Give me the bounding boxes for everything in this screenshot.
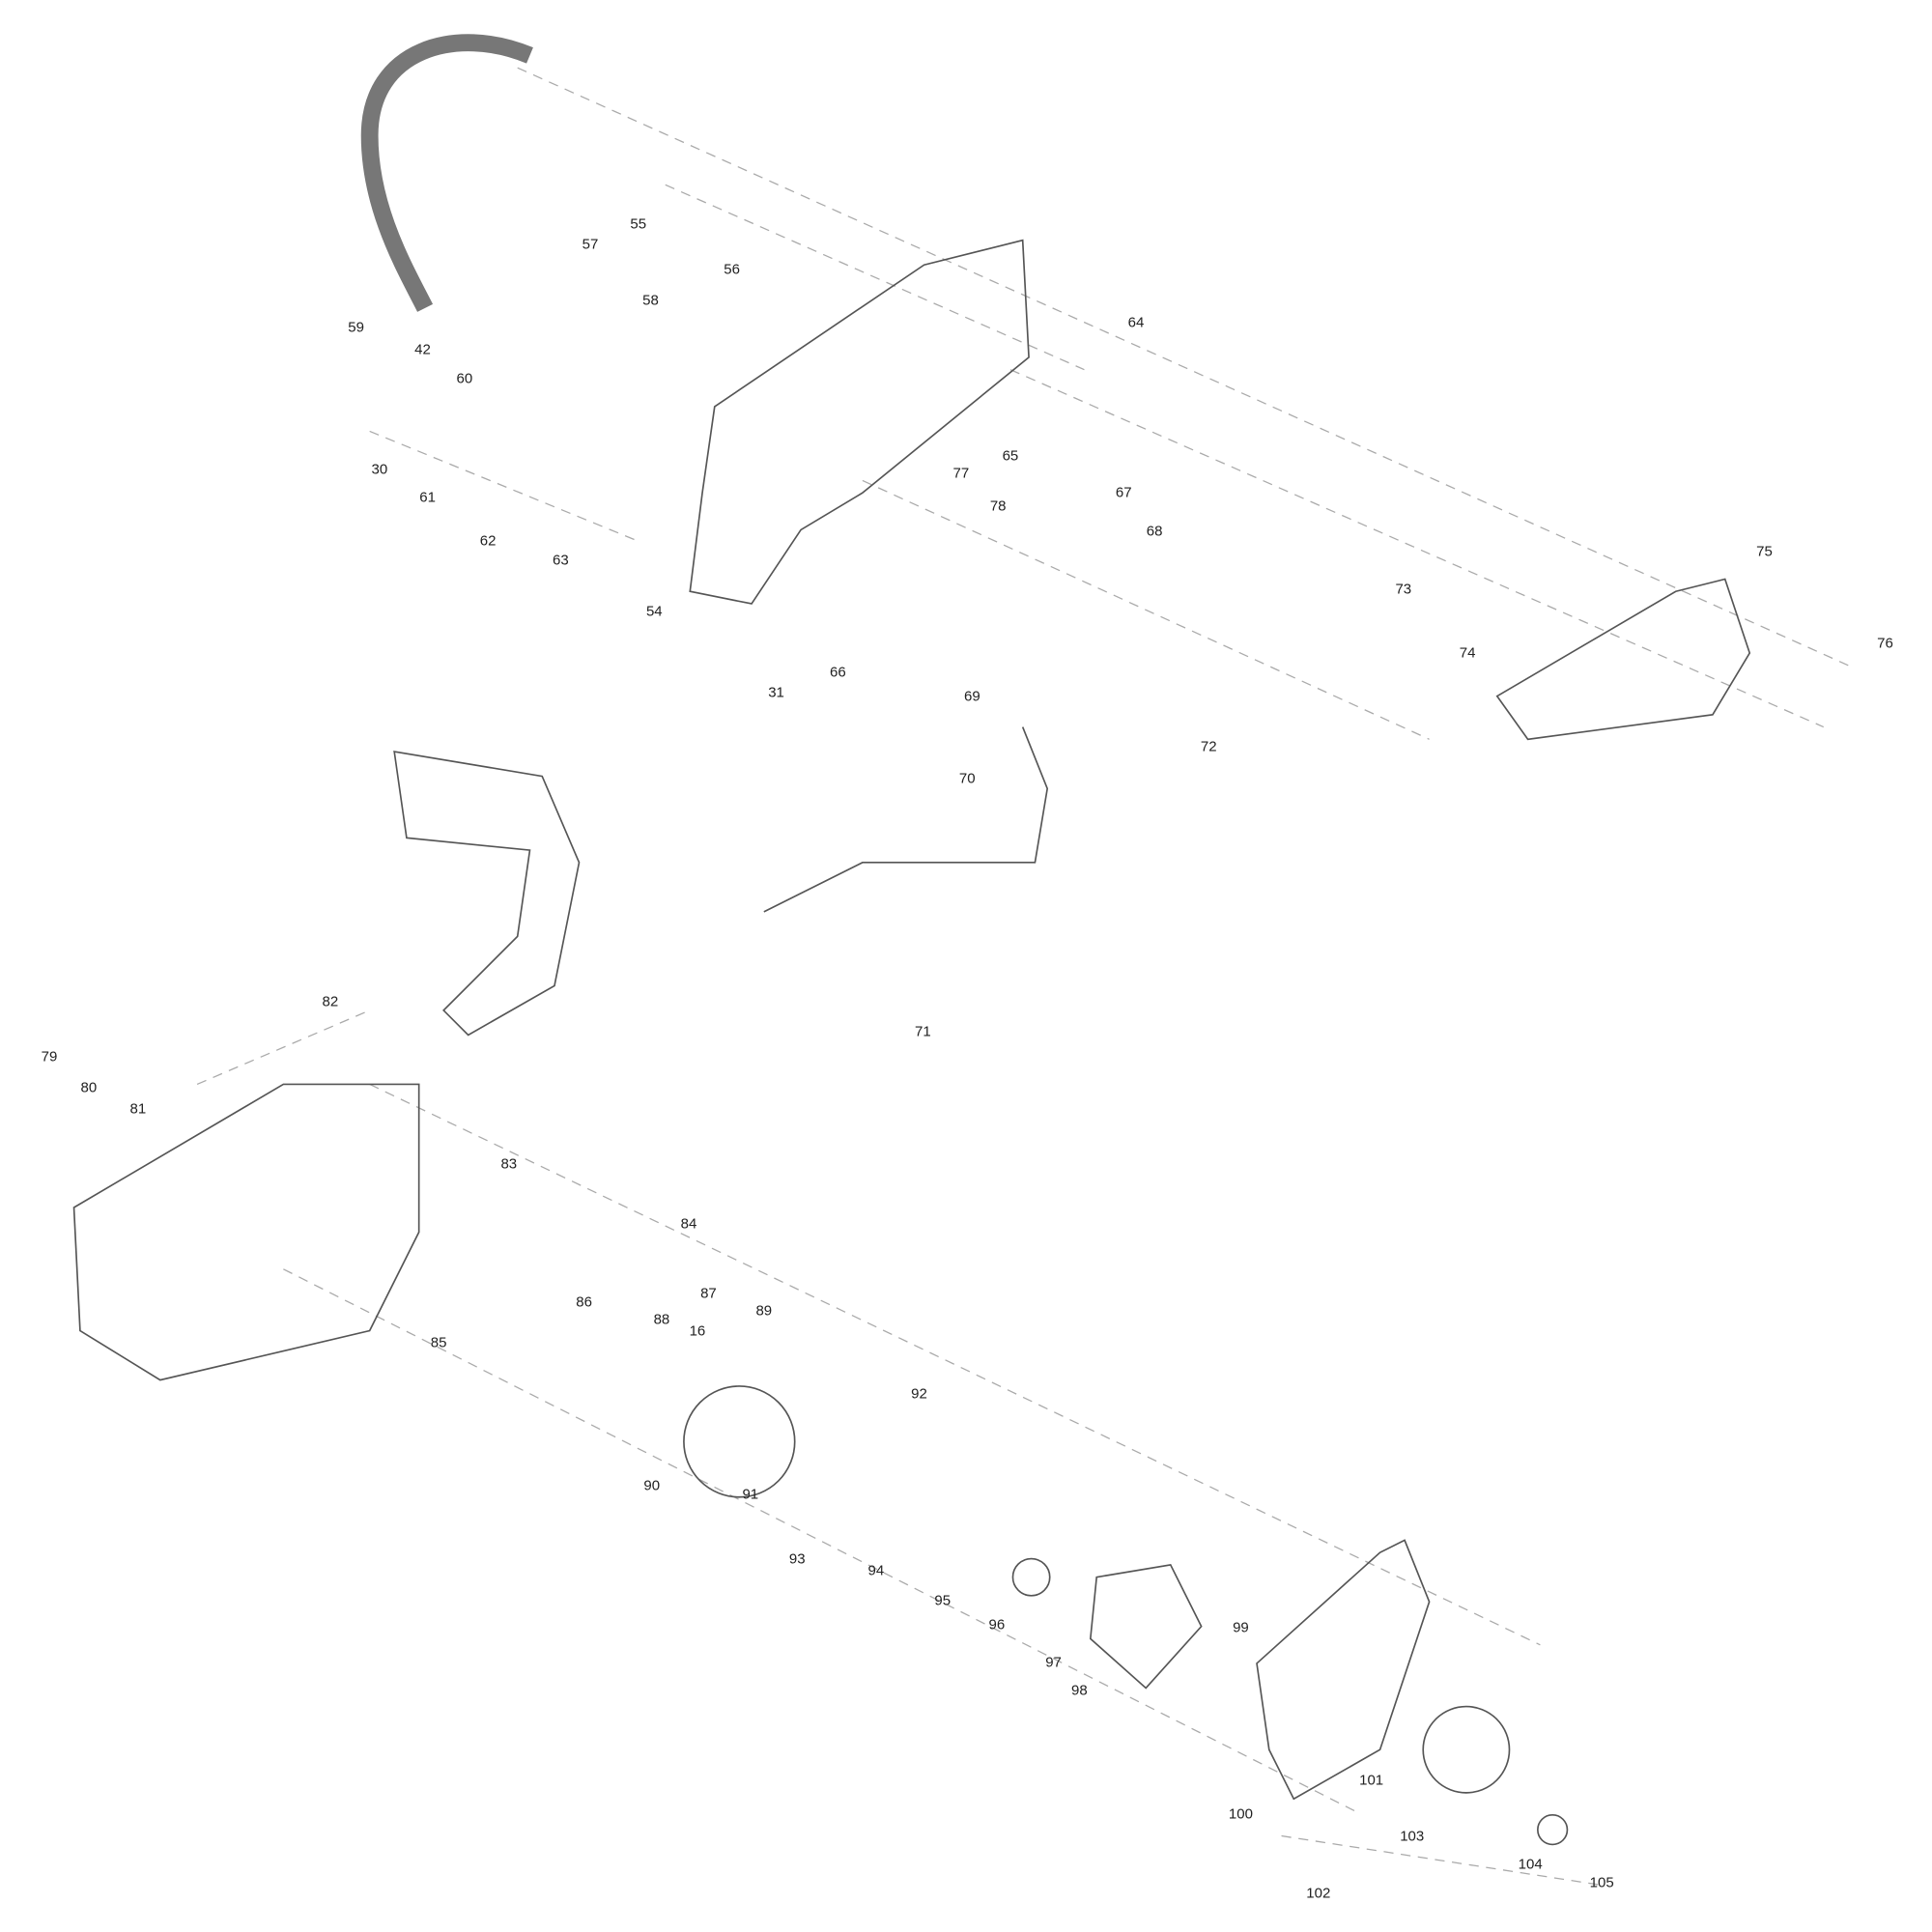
part-number-label: 16 <box>689 1322 706 1340</box>
front-handle-part-59 <box>360 34 533 312</box>
rear-handle-housing-part-54 <box>689 239 1030 605</box>
part-number-label: 104 <box>1518 1856 1543 1873</box>
part-number-label: 83 <box>500 1155 518 1173</box>
part-number-label: 70 <box>958 770 976 787</box>
part-number-label: 71 <box>915 1023 931 1040</box>
part-number-label: 93 <box>788 1550 806 1568</box>
washer-part-104 <box>1537 1813 1569 1846</box>
part-number-label: 102 <box>1306 1885 1331 1902</box>
part-number-label: 100 <box>1228 1805 1253 1823</box>
assembly-guide-lines <box>196 67 1849 1887</box>
part-number-label: 81 <box>129 1100 147 1118</box>
part-number-label: 42 <box>414 341 431 358</box>
part-number-label: 56 <box>724 261 740 278</box>
part-number-label: 77 <box>952 465 970 482</box>
part-number-label: 60 <box>456 370 473 387</box>
washer-part-96 <box>1011 1557 1051 1597</box>
part-number-label: 95 <box>934 1592 952 1609</box>
part-number-label: 68 <box>1146 523 1163 540</box>
part-number-label: 90 <box>643 1477 661 1494</box>
part-number-label: 82 <box>322 993 339 1010</box>
brake-band-part-90 <box>683 1385 796 1498</box>
part-number-label: 59 <box>348 319 364 336</box>
clutch-cover-part-100 <box>1256 1539 1431 1801</box>
part-number-label: 58 <box>642 292 659 309</box>
part-number-label: 98 <box>1071 1682 1088 1699</box>
part-number-label: 96 <box>988 1616 1006 1634</box>
part-outlines <box>72 34 1751 1846</box>
part-number-label: 105 <box>1589 1874 1614 1891</box>
part-number-label: 92 <box>911 1385 927 1403</box>
part-number-label: 75 <box>1756 543 1773 560</box>
sprocket-part-103 <box>1422 1705 1511 1794</box>
part-number-label: 72 <box>1200 738 1217 755</box>
part-number-label: 73 <box>1395 581 1412 598</box>
part-number-label: 67 <box>1115 484 1132 501</box>
part-number-label: 55 <box>630 215 647 233</box>
part-number-label: 79 <box>41 1048 58 1065</box>
part-number-label: 99 <box>1233 1619 1249 1636</box>
part-number-label: 64 <box>1127 314 1145 331</box>
part-number-label: 86 <box>576 1293 592 1311</box>
part-number-label: 57 <box>582 236 599 253</box>
wire-harness-part-70 <box>763 726 1049 913</box>
part-number-label: 66 <box>830 664 846 681</box>
part-number-label: 85 <box>430 1334 447 1351</box>
part-number-label: 62 <box>479 532 497 550</box>
part-number-label: 80 <box>80 1079 98 1096</box>
part-number-label: 84 <box>680 1215 697 1233</box>
crankcase-part <box>72 1083 420 1381</box>
part-number-label: 78 <box>989 497 1007 515</box>
part-number-label: 54 <box>645 603 663 620</box>
part-number-label: 103 <box>1400 1828 1425 1844</box>
part-number-label: 61 <box>419 489 436 506</box>
part-number-label: 97 <box>1045 1654 1062 1671</box>
handle-cover-part-75 <box>1495 578 1751 741</box>
part-number-label: 91 <box>742 1486 759 1503</box>
part-number-label: 101 <box>1359 1772 1384 1789</box>
part-number-label: 63 <box>553 552 569 569</box>
part-number-label: 76 <box>1877 635 1893 652</box>
part-number-label: 31 <box>768 684 784 701</box>
clutch-part-97 <box>1089 1563 1203 1690</box>
part-number-label: 30 <box>371 461 388 478</box>
part-number-label: 65 <box>1002 447 1019 465</box>
part-number-label: 88 <box>653 1311 670 1328</box>
chain-brake-handle-part-82 <box>393 751 581 1037</box>
part-number-label: 69 <box>964 688 980 705</box>
part-number-label: 94 <box>867 1562 885 1579</box>
part-number-label: 89 <box>755 1302 773 1320</box>
part-number-label: 74 <box>1459 644 1476 662</box>
part-number-label: 87 <box>700 1285 717 1302</box>
